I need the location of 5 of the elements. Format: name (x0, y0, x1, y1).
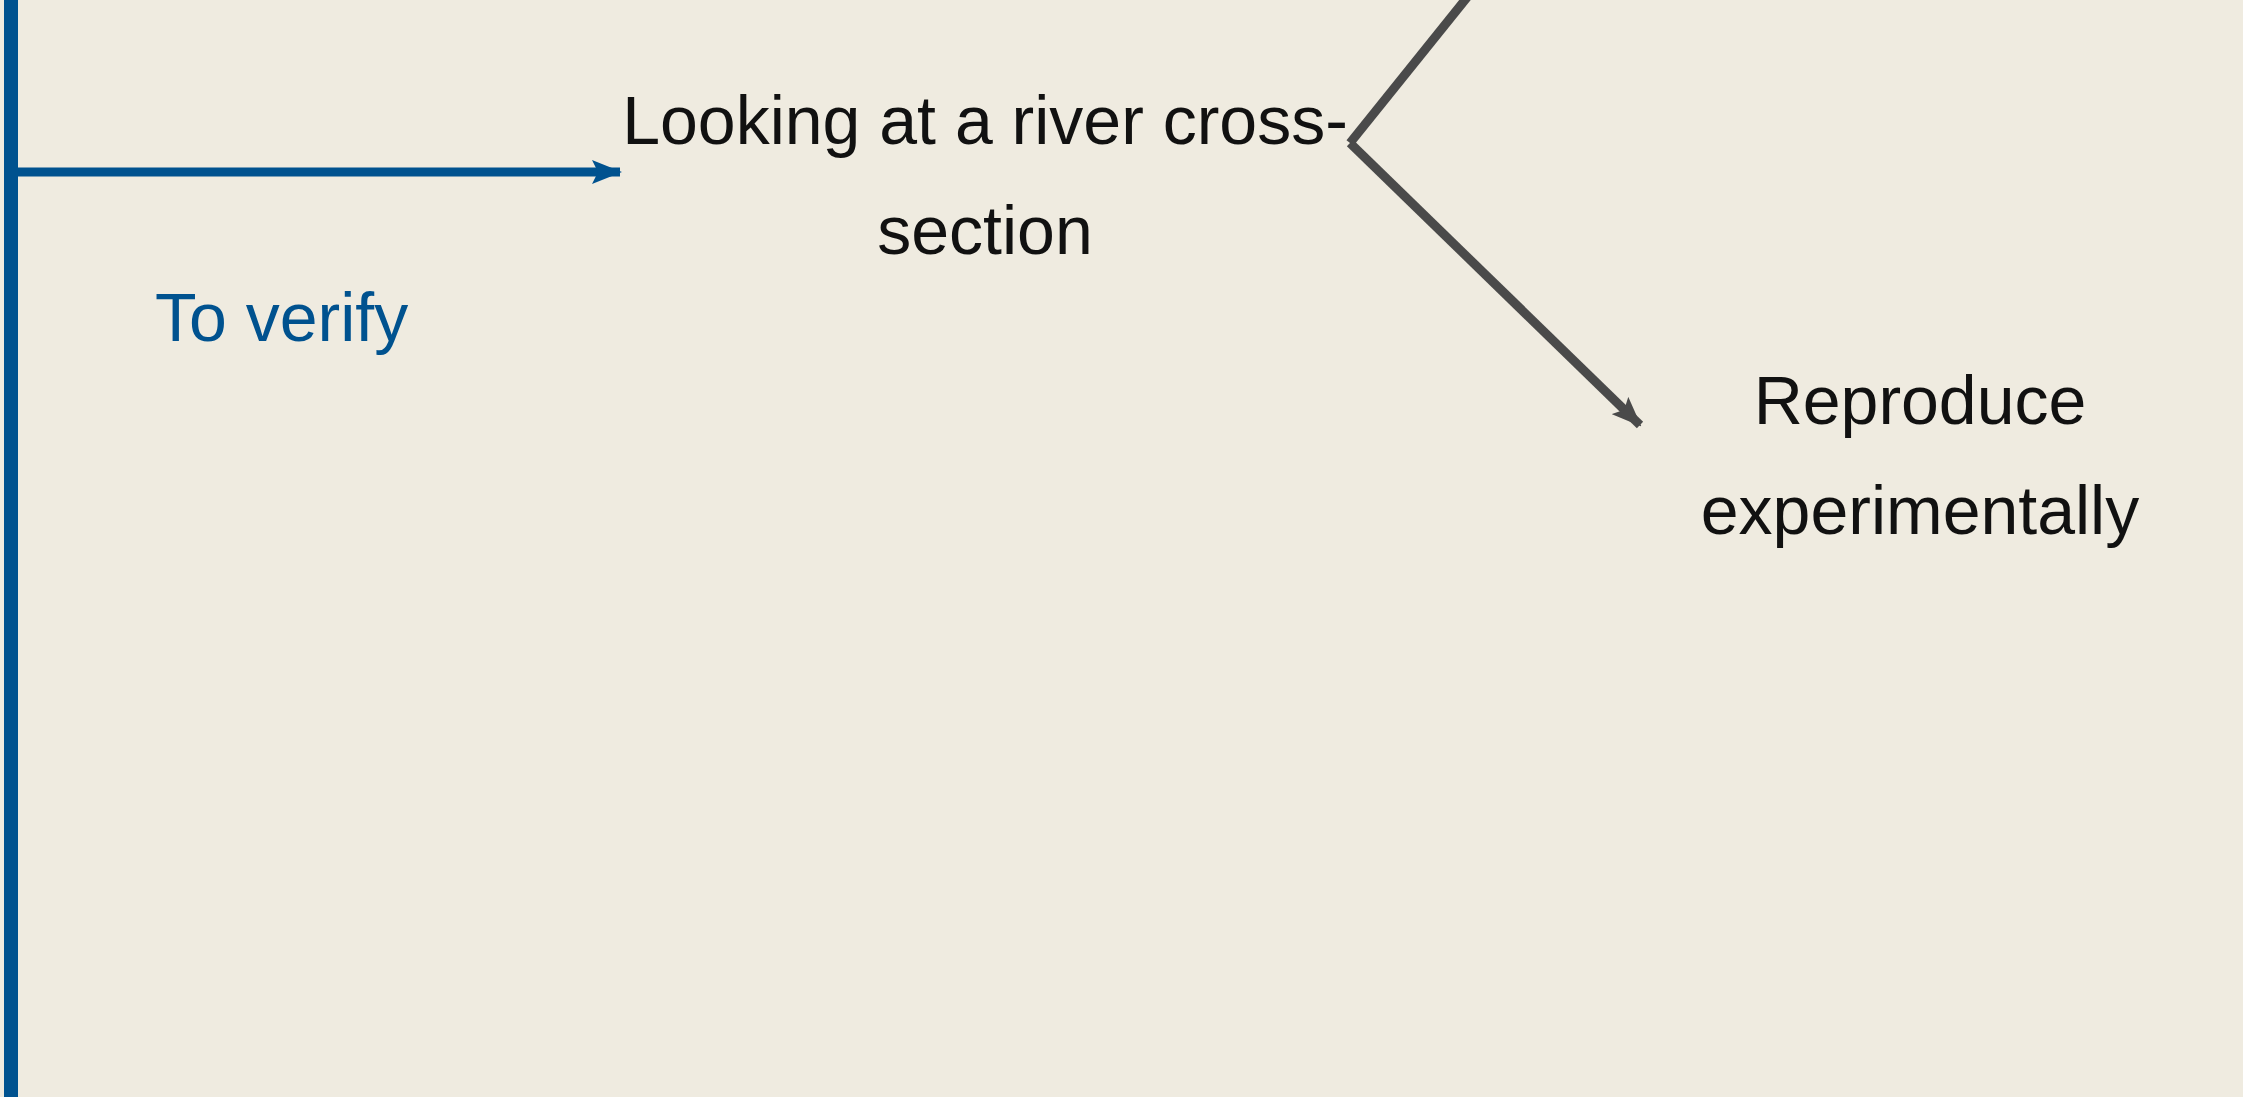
node-text: Reproduce experimentally (1699, 361, 2141, 550)
node-text: Looking at a river cross-section (621, 81, 1349, 270)
arrow (18, 160, 622, 184)
arrow (1346, 139, 1644, 429)
vertical-bar (4, 0, 18, 1097)
